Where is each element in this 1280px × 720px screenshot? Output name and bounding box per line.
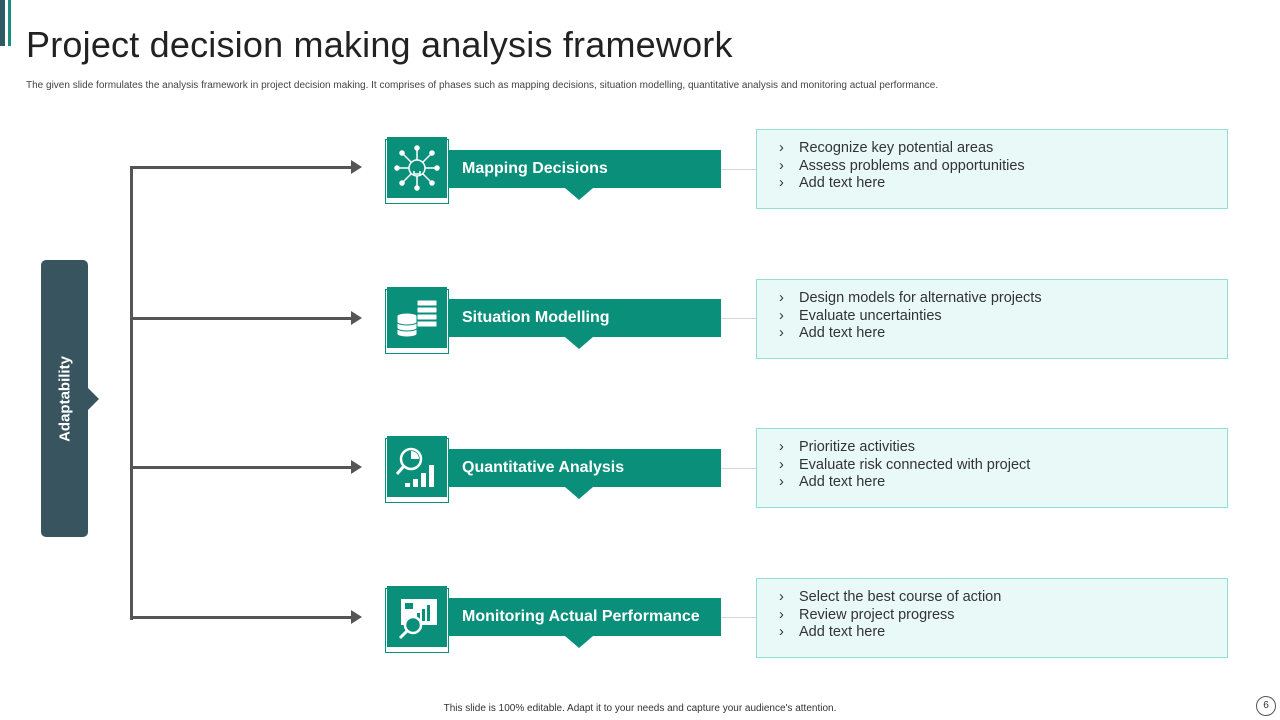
details-monitoring-actual-performance: ›Select the best course of action ›Revie… <box>756 578 1228 658</box>
phase-label: Monitoring Actual Performance <box>462 608 700 625</box>
phase-quantitative-analysis: Quantitative Analysis <box>449 449 721 499</box>
magnifier-bar-chart-icon <box>387 436 447 497</box>
page-number: 6 <box>1256 696 1276 716</box>
trunk-connector-line <box>130 166 133 620</box>
list-item: ›Review project progress <box>779 606 955 623</box>
details-quantitative-analysis: ›Prioritize activities ›Evaluate risk co… <box>756 428 1228 508</box>
list-item: ›Add text here <box>779 624 886 640</box>
list-item: ›Evaluate risk connected with project <box>779 456 1031 473</box>
list-item: ›Prioritize activities <box>779 439 916 455</box>
list-item: ›Assess problems and opportunities <box>779 157 1025 174</box>
phase-connector <box>721 468 757 469</box>
details-mapping-decisions: ›Recognize key potential areas ›Assess p… <box>756 129 1228 209</box>
phase-label: Situation Modelling <box>462 309 610 326</box>
title-accent-bar-secondary <box>8 0 11 46</box>
list-item: ›Design models for alternative projects <box>779 290 1042 306</box>
phase-situation-modelling: Situation Modelling <box>449 299 721 349</box>
list-item: ›Add text here <box>779 325 886 341</box>
lightbulb-network-icon <box>387 137 447 198</box>
bullet-icon: › <box>779 439 784 455</box>
page-title: Project decision making analysis framewo… <box>26 24 733 65</box>
adaptability-label: Adaptability <box>56 355 73 442</box>
arrow-to-mapping-decisions <box>130 160 362 174</box>
phase-label: Mapping Decisions <box>462 160 608 177</box>
bullet-icon: › <box>779 307 784 324</box>
details-situation-modelling: ›Design models for alternative projects … <box>756 279 1228 359</box>
arrow-to-quantitative-analysis <box>130 460 362 474</box>
bullet-icon: › <box>779 606 784 623</box>
bullet-icon: › <box>779 157 784 174</box>
phase-connector <box>721 318 757 319</box>
presentation-magnifier-icon <box>387 586 447 647</box>
footer-note: This slide is 100% editable. Adapt it to… <box>443 703 837 714</box>
bullet-icon: › <box>779 140 784 156</box>
list-item: ›Add text here <box>779 175 886 191</box>
adaptability-panel: Adaptability <box>41 260 99 537</box>
bullet-icon: › <box>779 175 784 191</box>
bullet-icon: › <box>779 456 784 473</box>
phase-label: Quantitative Analysis <box>462 459 625 476</box>
list-item: ›Select the best course of action <box>779 589 1002 605</box>
phase-monitoring-actual-performance: Monitoring Actual Performance <box>449 598 721 648</box>
page-subtitle: The given slide formulates the analysis … <box>26 80 939 91</box>
list-item: ›Recognize key potential areas <box>779 140 994 156</box>
bullet-icon: › <box>779 325 784 341</box>
database-servers-icon <box>387 287 447 348</box>
list-item: ›Add text here <box>779 474 886 490</box>
bullet-icon: › <box>779 290 784 306</box>
arrow-to-situation-modelling <box>130 311 362 325</box>
bullet-icon: › <box>779 624 784 640</box>
bullet-icon: › <box>779 589 784 605</box>
phase-connector <box>721 617 757 618</box>
arrow-to-monitoring-performance <box>130 610 362 624</box>
phase-connector <box>721 169 757 170</box>
bullet-icon: › <box>779 474 784 490</box>
title-accent-bar <box>0 0 5 46</box>
list-item: ›Evaluate uncertainties <box>779 307 942 324</box>
phase-mapping-decisions: Mapping Decisions <box>449 150 721 200</box>
